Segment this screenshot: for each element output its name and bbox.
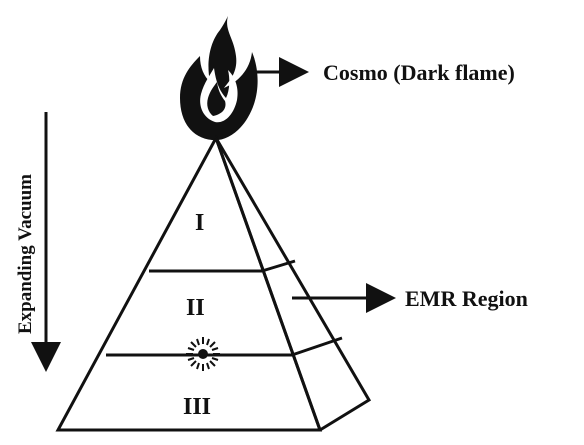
sun-burst-icon — [186, 337, 220, 371]
expanding-vacuum-label: Expanding Vacuum — [15, 174, 36, 334]
section-label-ii: II — [186, 295, 205, 321]
emr-region-label: EMR Region — [405, 286, 528, 311]
pyramid — [58, 138, 369, 430]
flame-icon — [180, 16, 258, 140]
section-label-i: I — [195, 210, 204, 236]
section-label-iii: III — [183, 394, 211, 420]
cosmo-label: Cosmo (Dark flame) — [323, 60, 515, 85]
